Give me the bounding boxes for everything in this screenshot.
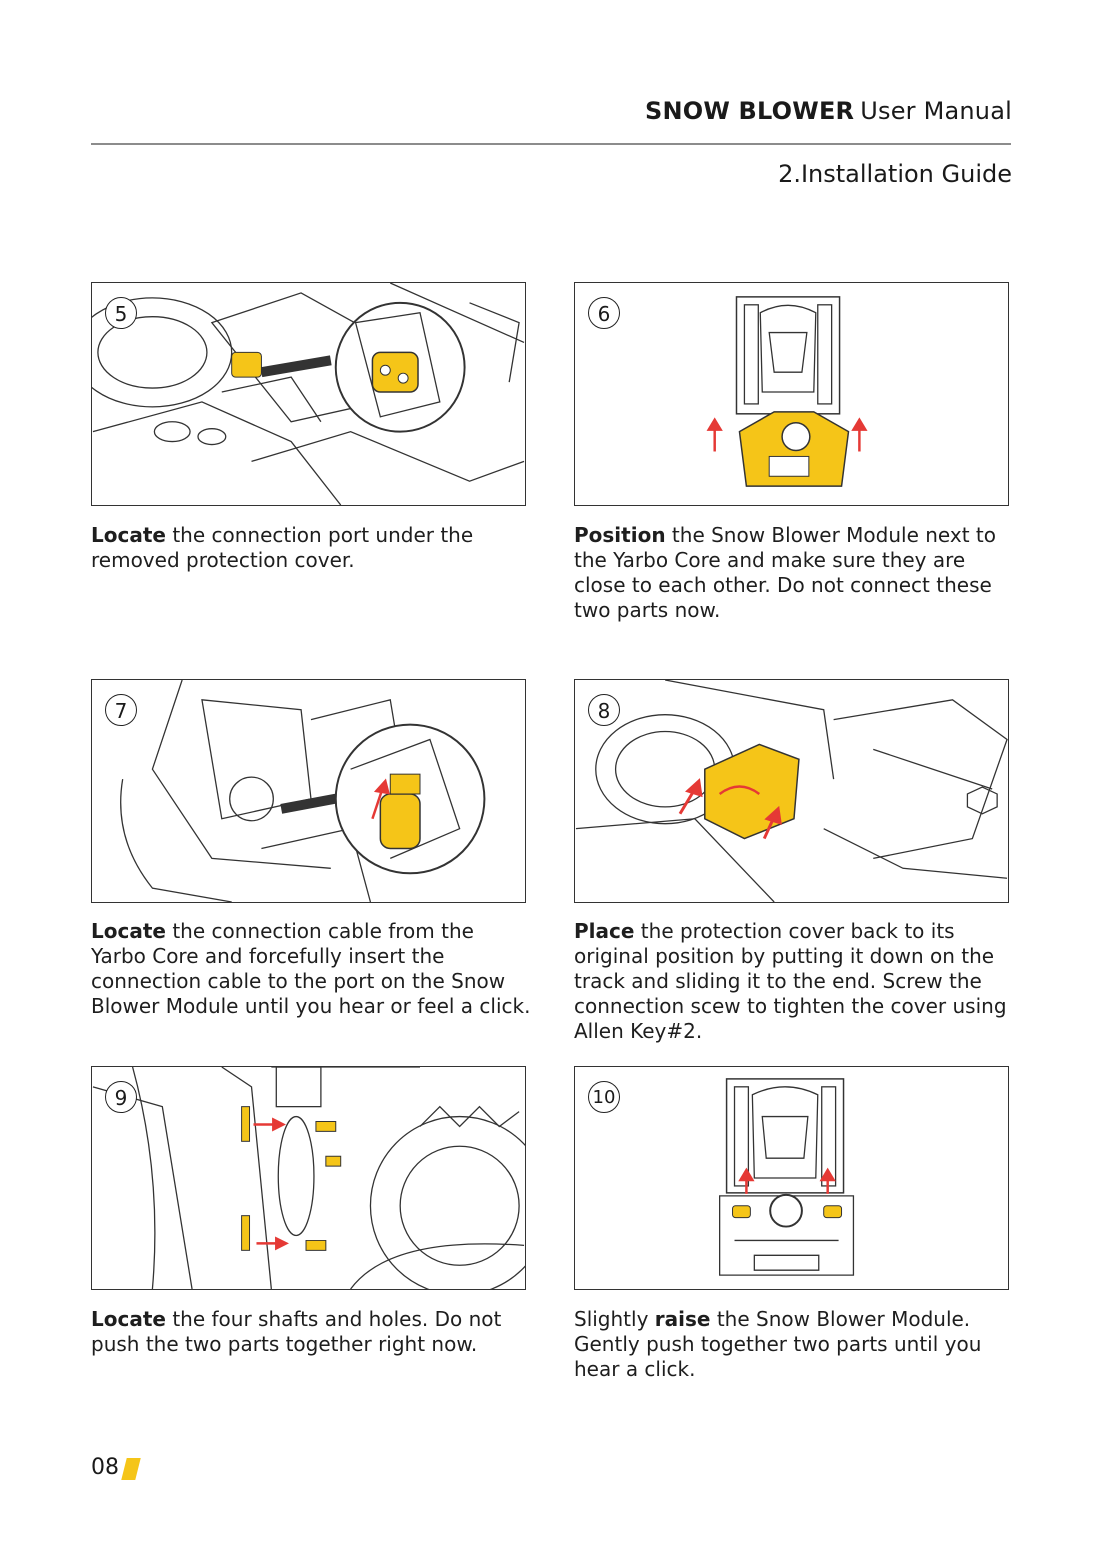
illustration-step-6: 6 bbox=[574, 282, 1009, 506]
step-number-10: 10 bbox=[588, 1081, 620, 1113]
caption-step-7: Locate the connection cable from the Yar… bbox=[91, 919, 531, 1019]
manual-title: User Manual bbox=[860, 97, 1012, 125]
step-number-8: 8 bbox=[588, 694, 620, 726]
illustration-step-8: 8 bbox=[574, 679, 1009, 903]
step-number-9: 9 bbox=[105, 1081, 137, 1113]
caption-step-5: Locate the connection port under the rem… bbox=[91, 523, 531, 573]
caption-step-5-verb: Locate bbox=[91, 523, 166, 547]
caption-step-8-text: the protection cover back to its origina… bbox=[574, 919, 1007, 1043]
header-divider bbox=[91, 143, 1011, 145]
caption-step-6-verb: Position bbox=[574, 523, 666, 547]
caption-step-9-verb: Locate bbox=[91, 1307, 166, 1331]
caption-step-7-verb: Locate bbox=[91, 919, 166, 943]
caption-step-6: Position the Snow Blower Module next to … bbox=[574, 523, 1019, 623]
section-title: 2.Installation Guide bbox=[778, 160, 1012, 188]
insert-cable-drawing bbox=[120, 680, 486, 902]
caption-step-8-verb: Place bbox=[574, 919, 635, 943]
caption-step-8: Place the protection cover back to its o… bbox=[574, 919, 1024, 1044]
step-number-5: 5 bbox=[105, 297, 137, 329]
illustration-step-7: 7 bbox=[91, 679, 526, 903]
caption-step-6-text: the Snow Blower Module next to the Yarbo… bbox=[574, 523, 997, 622]
caption-step-10-pre: Slightly bbox=[574, 1307, 655, 1331]
caption-step-5-text: the connection port under the removed pr… bbox=[91, 523, 474, 572]
push-together-drawing bbox=[719, 1078, 855, 1276]
page-accent-bar bbox=[121, 1458, 141, 1480]
caption-step-9-text: the four shafts and holes. Do not push t… bbox=[91, 1307, 502, 1356]
caption-step-9: Locate the four shafts and holes. Do not… bbox=[91, 1307, 531, 1357]
shafts-holes-drawing bbox=[92, 1067, 525, 1289]
position-module-drawing bbox=[706, 296, 868, 487]
connection-port-drawing bbox=[92, 283, 525, 505]
product-name: SNOW BLOWER bbox=[644, 97, 855, 125]
illustration-step-5: 5 bbox=[91, 282, 526, 506]
protection-cover-drawing bbox=[575, 680, 1008, 902]
caption-step-7-text: the connection cable from the Yarbo Core… bbox=[91, 919, 531, 1018]
step-number-6: 6 bbox=[588, 297, 620, 329]
step-number-7: 7 bbox=[105, 694, 137, 726]
illustration-step-9: 9 bbox=[91, 1066, 526, 1290]
caption-step-10-verb: raise bbox=[654, 1307, 711, 1331]
page-number: 08 bbox=[91, 1455, 119, 1480]
illustration-step-10: 10 bbox=[574, 1066, 1009, 1290]
caption-step-10: Slightly raise the Snow Blower Module. G… bbox=[574, 1307, 1014, 1382]
caption-step-10-text: the Snow Blower Module. Gently push toge… bbox=[574, 1307, 982, 1381]
